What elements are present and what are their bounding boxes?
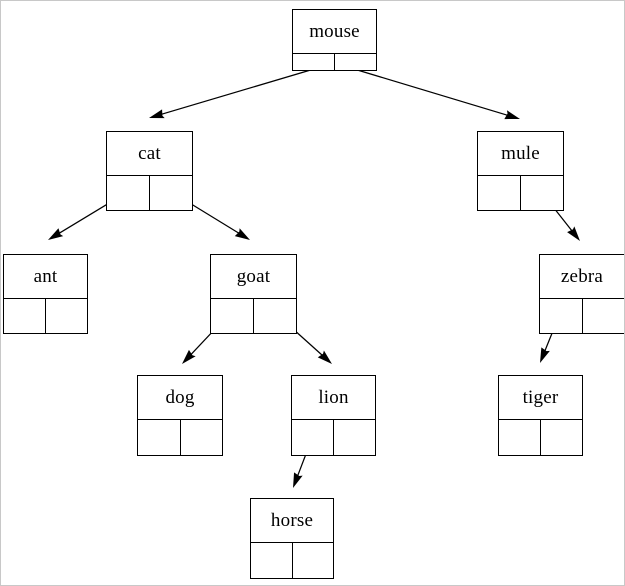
- left-pointer-cell: [107, 176, 150, 210]
- node-pointer-row: [293, 54, 376, 70]
- right-pointer-cell: [334, 420, 375, 455]
- right-pointer-cell: [521, 176, 563, 210]
- node-label: dog: [138, 376, 222, 420]
- node-pointer-row: [292, 420, 375, 455]
- left-pointer-cell: [293, 54, 335, 70]
- edge-line: [160, 68, 315, 116]
- right-pointer-cell: [541, 420, 582, 455]
- node-pointer-row: [251, 543, 333, 578]
- tree-node-goat[interactable]: goat: [210, 254, 297, 334]
- node-label: mule: [478, 132, 563, 176]
- edge-arrowhead: [567, 226, 580, 241]
- node-pointer-row: [4, 299, 87, 333]
- edge-arrowhead: [317, 350, 332, 364]
- node-label: goat: [211, 255, 296, 299]
- tree-node-lion[interactable]: lion: [291, 375, 376, 456]
- node-pointer-row: [211, 299, 296, 333]
- right-pointer-cell: [583, 299, 625, 333]
- edge-arrowhead: [540, 347, 550, 363]
- edge-line: [353, 68, 509, 117]
- node-pointer-row: [478, 176, 563, 210]
- node-label: horse: [251, 499, 333, 543]
- edge-arrowhead: [182, 349, 196, 364]
- node-label: cat: [107, 132, 192, 176]
- node-pointer-row: [540, 299, 624, 333]
- edge-arrowhead: [149, 109, 165, 119]
- node-pointer-row: [138, 420, 222, 455]
- edge-arrowhead: [504, 110, 520, 120]
- left-pointer-cell: [251, 543, 293, 578]
- left-pointer-cell: [540, 299, 583, 333]
- edge-arrowhead: [293, 472, 303, 488]
- tree-node-ant[interactable]: ant: [3, 254, 88, 334]
- edge-mouse-to-mule: [353, 68, 520, 120]
- node-label: mouse: [293, 10, 376, 54]
- tree-node-mouse[interactable]: mouse: [292, 9, 377, 71]
- right-pointer-cell: [150, 176, 192, 210]
- edge-arrowhead: [48, 228, 64, 240]
- left-pointer-cell: [211, 299, 254, 333]
- right-pointer-cell: [293, 543, 334, 578]
- node-pointer-row: [107, 176, 192, 210]
- edge-mouse-to-cat: [149, 68, 315, 119]
- left-pointer-cell: [4, 299, 46, 333]
- tree-node-cat[interactable]: cat: [106, 131, 193, 211]
- node-pointer-row: [499, 420, 582, 455]
- tree-node-zebra[interactable]: zebra: [539, 254, 624, 334]
- left-pointer-cell: [499, 420, 541, 455]
- node-label: zebra: [540, 255, 624, 299]
- tree-node-dog[interactable]: dog: [137, 375, 223, 456]
- tree-node-tiger[interactable]: tiger: [498, 375, 583, 456]
- node-label: tiger: [499, 376, 582, 420]
- left-pointer-cell: [478, 176, 521, 210]
- right-pointer-cell: [254, 299, 296, 333]
- tree-node-mule[interactable]: mule: [477, 131, 564, 211]
- tree-node-horse[interactable]: horse: [250, 498, 334, 579]
- edge-arrowhead: [234, 228, 250, 240]
- right-pointer-cell: [181, 420, 223, 455]
- left-pointer-cell: [292, 420, 334, 455]
- left-pointer-cell: [138, 420, 181, 455]
- node-label: lion: [292, 376, 375, 420]
- right-pointer-cell: [335, 54, 376, 70]
- node-label: ant: [4, 255, 87, 299]
- right-pointer-cell: [46, 299, 87, 333]
